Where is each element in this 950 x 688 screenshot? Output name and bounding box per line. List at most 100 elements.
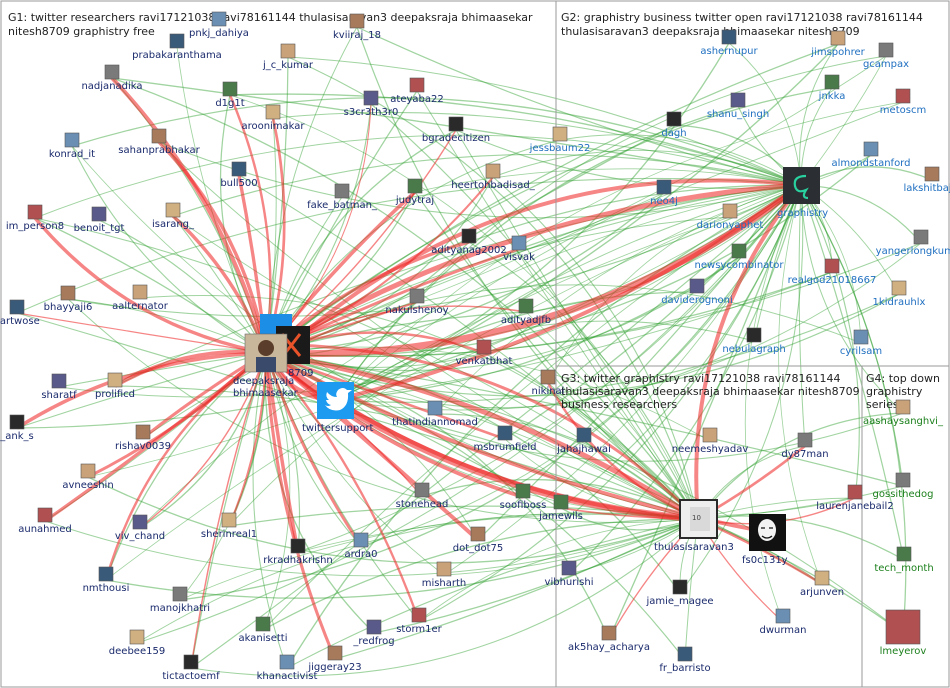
- node-nikinai[interactable]: nikinai: [532, 369, 565, 397]
- node-_redfrog[interactable]: _redfrog: [352, 619, 395, 647]
- avatar: [411, 607, 427, 623]
- node-viv_chand[interactable]: viv_chand: [115, 514, 165, 542]
- node-msbrumfield[interactable]: msbrumfield: [473, 425, 537, 453]
- node-j_c_kumar[interactable]: j_c_kumar: [262, 43, 314, 71]
- node-1kidrauhlx[interactable]: 1kidrauhlx: [873, 280, 926, 308]
- node-misharth[interactable]: misharth: [422, 561, 467, 589]
- node-heertohbadisad_[interactable]: heertohbadisad_: [451, 163, 536, 191]
- node-sherinreal1[interactable]: sherinreal1: [201, 512, 257, 540]
- node-manojkhatri[interactable]: manojkhatri: [150, 586, 210, 614]
- hub-node-thulasisaravan3[interactable]: 10 thulasisaravan3: [654, 499, 734, 553]
- edge: [136, 512, 699, 644]
- node-arjunven[interactable]: arjunven: [800, 570, 844, 598]
- node-akanisetti[interactable]: akanisetti: [239, 616, 288, 644]
- node-jamie_magee[interactable]: jamie_magee: [645, 579, 714, 607]
- edge: [136, 184, 802, 644]
- node-kviiraj_18[interactable]: kviiraj_18: [333, 13, 381, 41]
- node-storm1er[interactable]: storm1er: [396, 607, 443, 635]
- node-prabakaranthama[interactable]: prabakaranthama: [132, 33, 222, 61]
- node-aroonimakar[interactable]: aroonimakar: [241, 104, 305, 132]
- node-sharatf[interactable]: sharatf: [41, 373, 77, 401]
- node-ashernupur[interactable]: ashernupur: [700, 29, 759, 57]
- node-venkatbhat[interactable]: venkatbhat: [456, 339, 513, 367]
- node-dot_dot75[interactable]: dot_dot75: [453, 526, 504, 554]
- node-benoit_tgt[interactable]: benoit_tgt: [74, 206, 125, 234]
- node-laurenjanebail2[interactable]: laurenjanebail2: [816, 484, 894, 512]
- node-daviderognoni[interactable]: daviderognoni: [661, 278, 733, 306]
- node-bgradecitizen[interactable]: bgradecitizen: [422, 116, 490, 144]
- node-sahanprabhakar[interactable]: sahanprabhakar: [118, 128, 201, 156]
- node-neemeshyadav[interactable]: neemeshyadav: [672, 427, 749, 455]
- node-lakshitbajaj[interactable]: lakshitbajaj: [903, 166, 950, 194]
- hub-node-graphistry[interactable]: graphistry: [777, 167, 828, 219]
- node-ateyaba22[interactable]: ateyaba22: [390, 77, 444, 105]
- node-nebulagraph[interactable]: nebulagraph: [722, 327, 786, 355]
- node-khanactivist[interactable]: khanactivist: [257, 654, 318, 682]
- node-shanu_singh[interactable]: shanu_singh: [707, 92, 769, 120]
- hub-node-twittersupport[interactable]: twittersupport: [302, 382, 373, 434]
- node-avneeshin[interactable]: avneeshin: [62, 463, 114, 491]
- node-prolificd[interactable]: prolificd: [95, 372, 135, 400]
- node-thatindiannomad[interactable]: thatindiannomad: [392, 400, 478, 428]
- node-dwurman[interactable]: dwurman: [759, 608, 807, 636]
- node-jessbaum22[interactable]: jessbaum22: [529, 126, 591, 154]
- node-vibhurishi[interactable]: vibhurishi: [545, 560, 594, 588]
- node-tictactoemf[interactable]: tictactoemf: [162, 654, 220, 682]
- node-cyrilsam[interactable]: cyrilsam: [840, 329, 882, 357]
- node-judytraj[interactable]: judytraj: [395, 178, 434, 206]
- node-rkradhakrishn[interactable]: rkradhakrishn: [263, 538, 333, 566]
- node-gossithedog[interactable]: gossithedog: [873, 472, 934, 500]
- node-kartwose[interactable]: kartwose: [0, 299, 40, 327]
- node-realgod21018667[interactable]: realgod21018667: [788, 258, 877, 286]
- node-almondstanford[interactable]: almondstanford: [832, 141, 911, 169]
- node-rishav0039[interactable]: rishav0039: [115, 424, 171, 452]
- node-bhayyaji6[interactable]: bhayyaji6: [44, 285, 93, 313]
- node-neo4j[interactable]: neo4j: [650, 179, 678, 207]
- edge: [264, 352, 300, 553]
- node-gcampax[interactable]: gcampax: [863, 42, 909, 70]
- node-yangerlongkume2[interactable]: yangerlongkume2: [876, 229, 950, 257]
- node-dagh[interactable]: dagh: [661, 111, 687, 139]
- node-pnkj_dahiya[interactable]: pnkj_dahiya: [189, 11, 249, 39]
- node-nakulshenoy[interactable]: nakulshenoy: [385, 288, 449, 316]
- node-ardra0[interactable]: ardra0: [344, 532, 378, 560]
- node-s3cr3th3r0[interactable]: s3cr3th3r0: [344, 90, 399, 118]
- node-jiggeray23[interactable]: jiggeray23: [307, 645, 362, 673]
- node-aalternator[interactable]: aalternator: [112, 284, 169, 312]
- node-darionyaphet[interactable]: darionyaphet: [697, 203, 764, 231]
- hub-node-deepaksraja[interactable]: deepaksraja bhimaasekar: [233, 333, 299, 399]
- node-visvak[interactable]: visvak: [503, 235, 535, 263]
- avatar: [107, 372, 123, 388]
- node-label: ak5hay_acharya: [568, 642, 650, 653]
- node-bull500[interactable]: bull500: [220, 161, 258, 189]
- node-jimspohrer[interactable]: jimspohrer: [810, 30, 866, 58]
- node-aashaysanghvi_[interactable]: aashaysanghvi_: [863, 399, 944, 427]
- node-metoscm[interactable]: metoscm: [880, 88, 926, 116]
- node-adityadjfb[interactable]: adityadjfb: [501, 298, 551, 326]
- node-tech_month[interactable]: tech_month: [874, 546, 934, 574]
- node-_ank_s[interactable]: _ank_s: [0, 414, 34, 442]
- node-jamewils[interactable]: jamewils: [538, 494, 583, 522]
- node-konrad_it[interactable]: konrad_it: [49, 132, 95, 160]
- node-newsycombinator[interactable]: newsycombinator: [695, 243, 785, 271]
- node-isarang_[interactable]: isarang_: [152, 202, 195, 230]
- hub-node-fs0c131y[interactable]: fs0c131y: [742, 514, 788, 566]
- avatar: [461, 228, 477, 244]
- node-adityanag2002[interactable]: adityanag2002: [431, 228, 507, 256]
- node-ak5hay_acharya[interactable]: ak5hay_acharya: [568, 625, 650, 653]
- node-jnkka[interactable]: jnkka: [818, 74, 846, 102]
- node-dy87man[interactable]: dy87man: [781, 432, 829, 460]
- node-aunahmed[interactable]: aunahmed: [18, 507, 72, 535]
- edge: [287, 56, 802, 186]
- node-nadjanadika[interactable]: nadjanadika: [81, 64, 143, 92]
- node-soofiboss[interactable]: soofiboss: [500, 483, 547, 511]
- node-deebee159[interactable]: deebee159: [109, 629, 165, 657]
- node-stonehead[interactable]: stonehead: [396, 482, 449, 510]
- node-nmthousi[interactable]: nmthousi: [83, 566, 130, 594]
- node-fr_barristo[interactable]: fr_barristo: [659, 646, 711, 674]
- node-im_person8[interactable]: im_person8: [6, 204, 64, 232]
- node-jahajhawai[interactable]: jahajhawai: [556, 427, 611, 455]
- node-d1g1t[interactable]: d1g1t: [215, 81, 245, 109]
- node-fake_batman_[interactable]: fake_batman_: [307, 183, 378, 211]
- node-lmeyerov[interactable]: lmeyerov: [880, 609, 927, 657]
